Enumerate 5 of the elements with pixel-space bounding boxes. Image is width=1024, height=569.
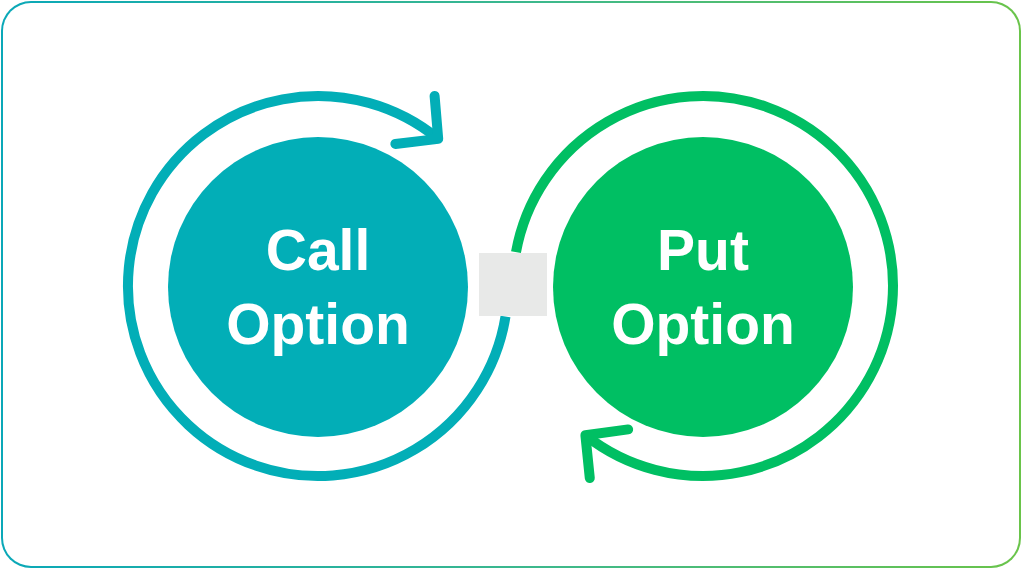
node-label: Call Option: [226, 217, 410, 358]
square-block: [479, 253, 547, 316]
circular-arrow: [123, 91, 511, 481]
node-label: Put Option: [611, 217, 795, 358]
circular-arrow: [511, 91, 898, 483]
